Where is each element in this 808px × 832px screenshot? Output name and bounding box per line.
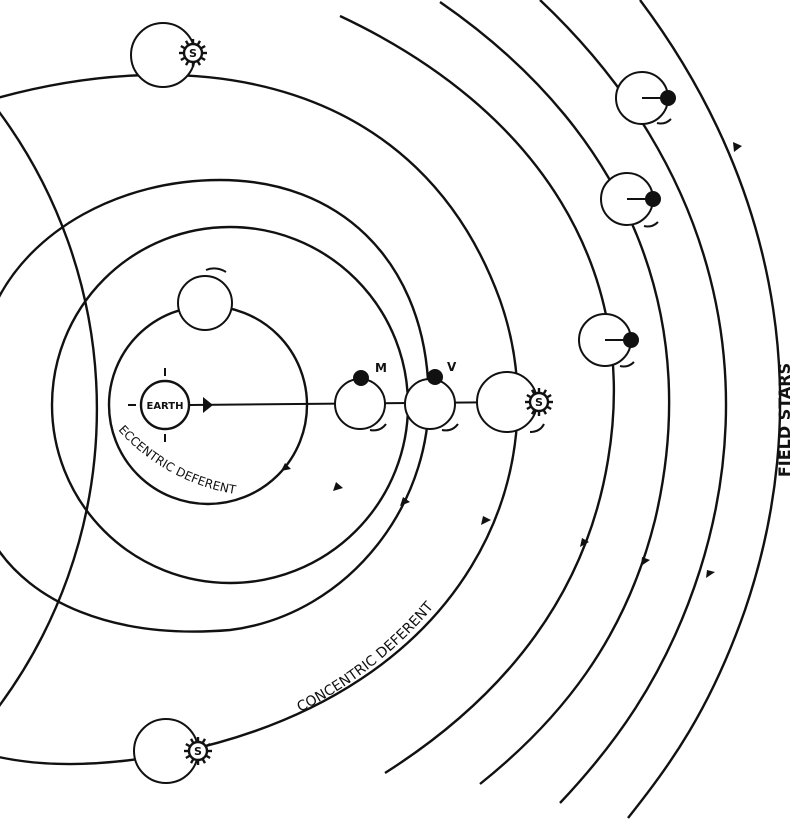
sun-concentric-orbit: [0, 73, 519, 766]
field-stars-label: FIELD STARS: [775, 363, 794, 477]
moon-epicycle: [177, 275, 233, 331]
sun-direction-arrow: [481, 516, 491, 525]
venus-planet: [427, 369, 443, 385]
sun-icon-middle: S: [525, 388, 553, 416]
field-stars-sphere: [627, 0, 782, 819]
mars-planet: [623, 332, 639, 348]
sun-icons: S S S: [179, 39, 553, 765]
sun-disc: [528, 391, 550, 413]
eccentric-deferent-label: ECCENTRIC DEFERENT: [116, 423, 238, 498]
saturn-direction-arrow: [706, 570, 715, 578]
mars-motion-arrow: [619, 361, 635, 368]
venus-motion-arrow: [441, 423, 459, 432]
jupiter-motion-arrow: [643, 221, 659, 228]
saturn-planet: [660, 90, 676, 106]
concentric-deferent-label: CONCENTRIC DEFERENT: [295, 599, 438, 716]
earth-label: EARTH: [146, 401, 183, 412]
sun-label: S: [189, 47, 197, 60]
sun-motion-arrow: [529, 423, 545, 433]
sun-label: S: [535, 396, 543, 409]
sun-disc: [187, 740, 209, 762]
mercury-planet: [353, 370, 369, 386]
field-stars-direction-arrow: [733, 142, 742, 152]
mercury-label: M: [375, 361, 387, 375]
venus-epicycle: [404, 378, 456, 430]
mercury-motion-arrow: [369, 423, 387, 432]
eccentric-direction-arrow: [281, 463, 291, 471]
jupiter-direction-arrow: [641, 557, 650, 566]
saturn-deferent: [539, 0, 728, 804]
mercury-direction-arrow: [333, 482, 343, 491]
mercury-epicycle: [334, 378, 386, 430]
sun-icon-top: S: [179, 39, 207, 67]
venus-direction-arrow: [400, 497, 410, 506]
earth: [139, 379, 191, 431]
jupiter-deferent: [439, 1, 671, 785]
apsides-center-marker: [203, 397, 213, 413]
jupiter-planet: [645, 191, 661, 207]
mars-deferent: [339, 14, 616, 775]
moon-motion-arrow: [205, 267, 227, 273]
sun-concentric-orbit: [0, 111, 99, 707]
sun-icon-bottom: S: [184, 737, 212, 765]
venus-label: V: [447, 360, 457, 374]
saturn-motion-arrow: [656, 118, 672, 125]
sun-disc: [182, 42, 204, 64]
mars-direction-arrow: [580, 538, 589, 547]
sun-label: S: [194, 745, 202, 758]
